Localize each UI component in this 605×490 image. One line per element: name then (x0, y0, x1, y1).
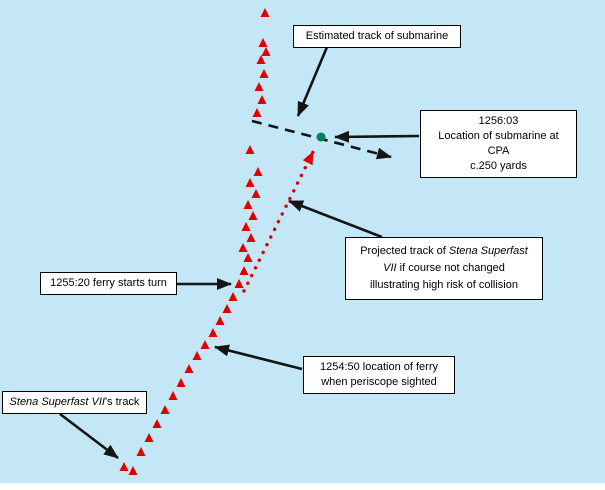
label-cpa-line2: Location of submarine at CPA (438, 130, 559, 157)
label-projected-line2: VII if course not changed (350, 260, 538, 277)
ferry-track-triangle (238, 243, 248, 252)
label-estimated-track-text: Estimated track of submarine (305, 30, 449, 42)
ferry-track-triangle (245, 178, 255, 187)
ferry-track-triangle (253, 167, 263, 176)
arrow-periscope (214, 344, 303, 371)
ferry-track-triangle (252, 108, 262, 117)
label-ferry-track: Stena Superfast VII's track (2, 391, 147, 414)
label-ferry-turn-text: 1255:20 ferry starts turn (50, 277, 167, 289)
label-projected-track: Projected track of Stena Superfast VII i… (345, 237, 543, 300)
ferry-track-triangle (208, 328, 218, 337)
ferry-track-triangle (248, 211, 258, 220)
ferry-track-triangle (119, 462, 129, 471)
ferry-track-triangle (222, 304, 232, 313)
label-projected-l2a: VII (383, 262, 397, 274)
projected-track-line (242, 150, 315, 293)
ferry-track-triangle (200, 340, 210, 349)
label-cpa: 1256:03 Location of submarine at CPA c.2… (420, 110, 577, 178)
ferry-track-triangle (259, 69, 269, 78)
ferry-track-triangle (251, 189, 261, 198)
arrow-projected-track (288, 199, 383, 239)
label-cpa-time: 1256:03 (478, 115, 519, 127)
ferry-track-triangle (239, 266, 249, 275)
arrow-cpa (334, 130, 420, 143)
label-projected-l1a: Projected track of (360, 245, 449, 257)
label-projected-line3: illustrating high risk of collision (370, 279, 518, 291)
ferry-track-triangle (261, 47, 271, 56)
ferry-track-triangle (144, 433, 154, 442)
label-periscope-line1: 1254:50 location of ferry (319, 361, 439, 373)
ferry-track-triangle (260, 8, 270, 17)
label-projected-l2b: if course not changed (396, 262, 505, 274)
ferry-track-triangle (258, 38, 268, 47)
ferry-track-triangle (176, 378, 186, 387)
ferry-track-triangle (152, 419, 162, 428)
ferry-track-triangle (136, 447, 146, 456)
label-periscope-line2: when periscope sighted (321, 376, 437, 388)
ferry-track-triangle (192, 351, 202, 360)
ferry-track-triangle (243, 200, 253, 209)
arrow-ferry-track (59, 412, 119, 460)
ferry-track-triangle (168, 391, 178, 400)
ferry-track-triangle (257, 95, 267, 104)
label-estimated-track: Estimated track of submarine (293, 25, 461, 48)
label-ferry-turn: 1255:20 ferry starts turn (40, 272, 177, 295)
ferry-track-triangle (245, 145, 255, 154)
label-projected-ship-name: Stena Superfast (448, 245, 528, 257)
ferry-track-triangle (215, 316, 225, 325)
label-ferry-track-rest: 's track (104, 396, 140, 408)
ferry-track-triangle (243, 253, 253, 262)
ferry-track-triangle (256, 55, 266, 64)
ferry-track-triangle (160, 405, 170, 414)
ferry-track-triangle (246, 233, 256, 242)
ferry-track-triangle (184, 364, 194, 373)
arrow-estimated-track (296, 46, 329, 117)
ferry-track-triangle (234, 279, 244, 288)
ferry-track-triangle (241, 222, 251, 231)
label-cpa-line3: c.250 yards (470, 160, 527, 172)
ferry-track-triangle (228, 292, 238, 301)
ferry-track-triangle (128, 466, 138, 475)
label-periscope-sighted: 1254:50 location of ferry when periscope… (303, 356, 455, 394)
label-ferry-track-ship-name: Stena Superfast VII (9, 396, 105, 408)
cpa-point (316, 132, 326, 142)
label-projected-line1: Projected track of Stena Superfast (350, 243, 538, 260)
ferry-track-triangle (254, 82, 264, 91)
